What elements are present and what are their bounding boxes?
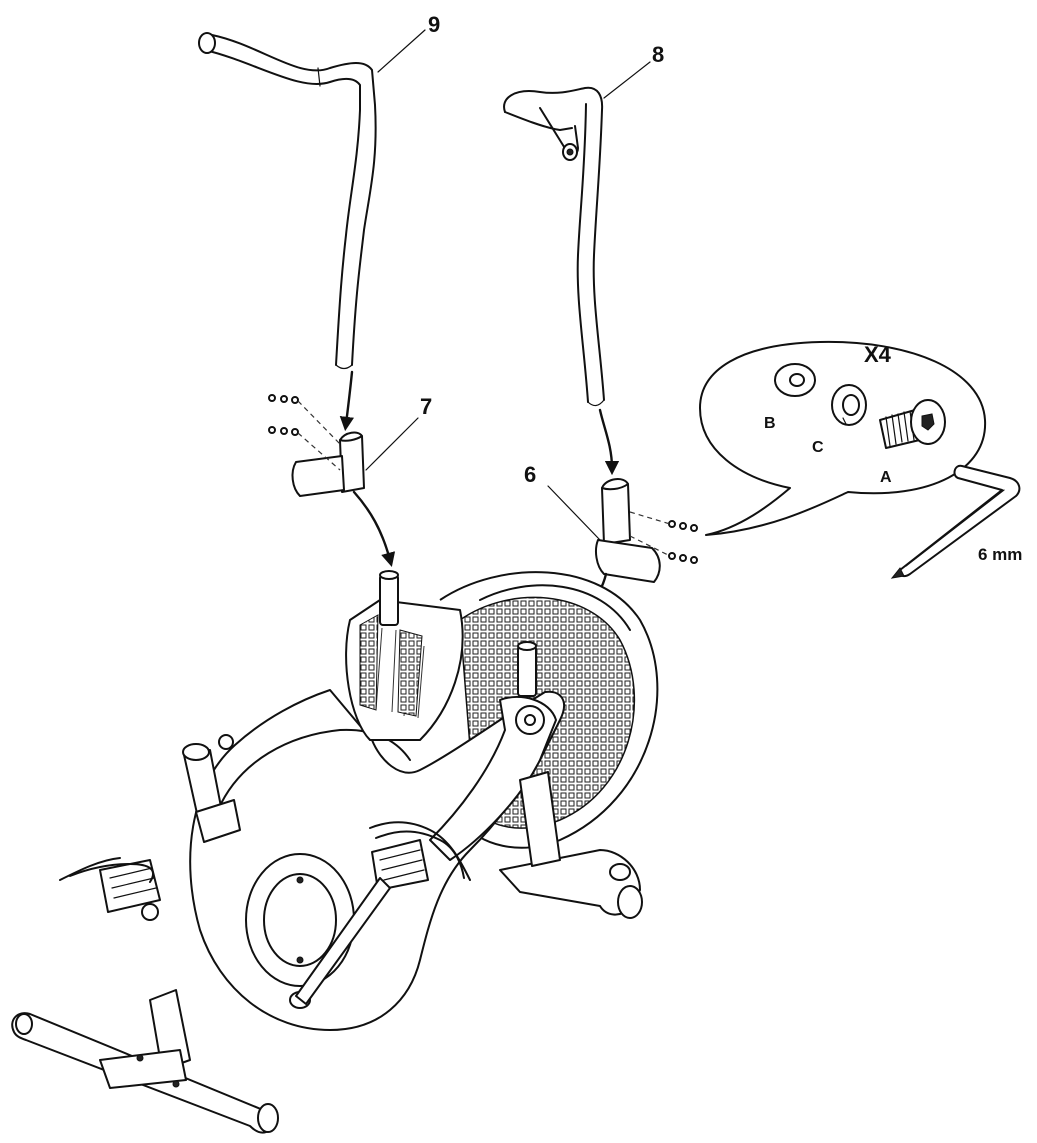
label-part-8: 8 xyxy=(652,42,664,67)
left-handlebar-post xyxy=(379,570,399,626)
hardware-callout: X4 B C A xyxy=(699,340,987,536)
label-wrench-size: 6 mm xyxy=(978,545,1022,564)
arrow-7-to-frame xyxy=(352,490,396,567)
rear-stabilizer xyxy=(499,771,643,919)
air-bike-frame-icon xyxy=(11,570,659,1134)
bolt-a xyxy=(879,399,946,449)
handlebar-8 xyxy=(503,86,605,407)
bracket-7 xyxy=(268,394,365,497)
bracket-7-bolts xyxy=(268,394,299,436)
right-handlebar-arm xyxy=(429,641,557,861)
arrow-9-to-7 xyxy=(339,370,355,432)
label-washer-b: B xyxy=(764,415,776,432)
bracket-6-bolts xyxy=(668,520,698,564)
split-washer-c xyxy=(831,384,867,426)
front-stabilizer xyxy=(11,989,279,1134)
label-part-7: 7 xyxy=(420,394,432,419)
handlebar-9 xyxy=(198,32,377,370)
quantity-label: X4 xyxy=(864,342,892,367)
bracket-6 xyxy=(595,478,698,583)
label-bolt-a: A xyxy=(880,469,892,486)
arrow-8-to-6 xyxy=(598,408,620,476)
hex-key-icon xyxy=(890,464,1021,579)
label-part-9: 9 xyxy=(428,12,440,37)
label-part-6: 6 xyxy=(524,462,536,487)
left-pedal xyxy=(59,857,161,921)
label-washer-c: C xyxy=(812,439,824,456)
crank-arm xyxy=(295,877,391,1005)
console-arm xyxy=(345,599,464,741)
seat-post xyxy=(182,734,241,843)
flat-washer-b xyxy=(774,363,816,397)
